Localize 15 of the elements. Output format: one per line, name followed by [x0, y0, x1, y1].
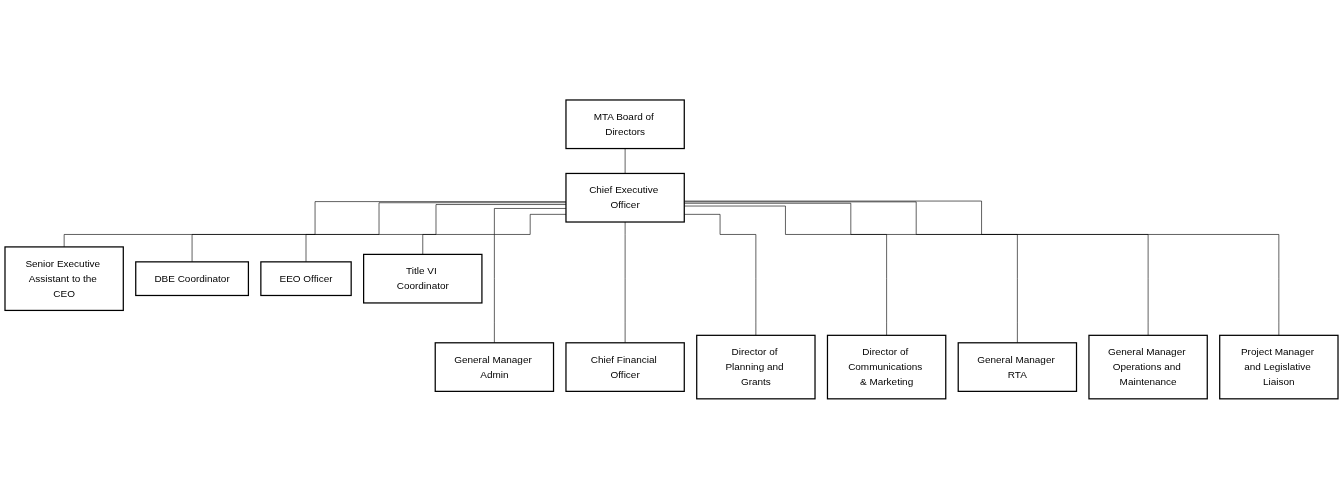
node-box: DBE Coordinator [135, 260, 250, 296]
node-box: Director of Communications & Marketing [826, 334, 947, 400]
node-box: General Manager Admin [434, 341, 555, 392]
node-box: General Manager RTA [957, 341, 1078, 392]
node-box: EEO Officer [260, 260, 352, 296]
node-box: Senior Executive Assistant to the CEO [4, 245, 124, 311]
connector [624, 147, 626, 174]
node-box: MTA Board of Directors [565, 98, 685, 149]
node-box: Project Manager and Legislative Liaison [1219, 334, 1339, 400]
connector [624, 221, 626, 343]
node-box: Director of Planning and Grants [696, 334, 816, 400]
node-box: Title VI Coordinator [363, 253, 483, 304]
node-box: Chief Financial Officer [565, 341, 685, 392]
node-box: Chief Executive Officer [565, 172, 685, 223]
node-box: General Manager Operations and Maintenance [1088, 334, 1208, 400]
